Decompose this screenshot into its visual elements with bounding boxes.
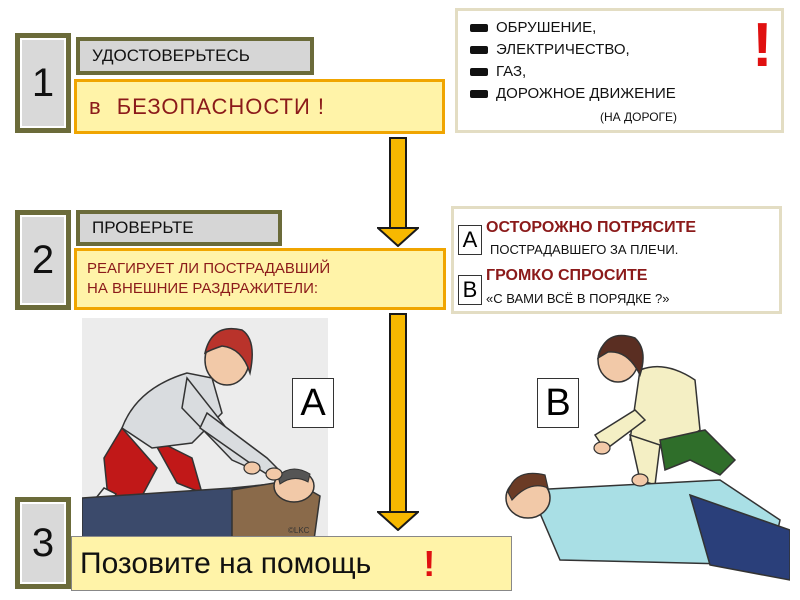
step-2-line-1: РЕАГИРУЕТ ЛИ ПОСТРАДАВШИЙ (87, 259, 443, 279)
step-2-label: ПРОВЕРЬТЕ (76, 210, 282, 246)
step-2-line-2: НА ВНЕШНИЕ РАЗДРАЖИТЕЛИ: (87, 279, 443, 299)
step-3-number: 3 (15, 497, 71, 589)
check-b-title: ГРОМКО СПРОСИТЕ (486, 267, 647, 285)
checks-box: А ОСТОРОЖНО ПОТРЯСИТЕ ПОСТРАДАВШЕГО ЗА П… (451, 206, 782, 314)
arrow-down-1-shaft (389, 137, 407, 234)
check-a-subtitle: ПОСТРАДАВШЕГО ЗА ПЛЕЧИ. (490, 242, 678, 257)
step-3-text-box: Позовите на помощь ! (71, 536, 512, 591)
arrow-down-1-head (377, 227, 419, 247)
hazards-note: (НА ДОРОГЕ) (600, 110, 677, 124)
illustration-a: ©LKC (82, 318, 328, 540)
check-a-letter: А (458, 225, 482, 255)
check-b-letter: В (458, 275, 482, 305)
arrow-down-2-shaft (389, 313, 407, 517)
bullet-icon (470, 46, 488, 54)
step-1-main-text: БЕЗОПАСНОСТИ ! (117, 94, 325, 120)
check-b-subtitle: «С ВАМИ ВСЁ В ПОРЯДКЕ ?» (486, 291, 669, 306)
hazard-item: ГАЗ, (470, 61, 676, 83)
bullet-icon (470, 24, 488, 32)
bullet-icon (470, 68, 488, 76)
step-1-text-box: в БЕЗОПАСНОСТИ ! (74, 79, 445, 134)
step-1-number: 1 (15, 33, 71, 133)
step-2-text-box: РЕАГИРУЕТ ЛИ ПОСТРАДАВШИЙ НА ВНЕШНИЕ РАЗ… (74, 248, 446, 310)
hazards-list: ОБРУШЕНИЕ, ЭЛЕКТРИЧЕСТВО, ГАЗ, ДОРОЖНОЕ … (470, 17, 676, 105)
hazard-item: ЭЛЕКТРИЧЕСТВО, (470, 39, 676, 61)
hazards-box: ОБРУШЕНИЕ, ЭЛЕКТРИЧЕСТВО, ГАЗ, ДОРОЖНОЕ … (455, 8, 784, 133)
step-2-number: 2 (15, 210, 71, 310)
step-3-text: Позовите на помощь (80, 547, 371, 581)
illustration-credit: ©LKC (288, 526, 309, 535)
hazard-item: ДОРОЖНОЕ ДВИЖЕНИЕ (470, 83, 676, 105)
illustration-b (490, 320, 790, 590)
illustration-a-label: А (292, 378, 334, 428)
check-a-title: ОСТОРОЖНО ПОТРЯСИТЕ (486, 219, 696, 237)
bullet-icon (470, 90, 488, 98)
step-1-prefix: в (89, 94, 101, 120)
step-1-label: УДОСТОВЕРЬТЕСЬ (76, 37, 314, 75)
arrow-down-2-head (377, 511, 419, 531)
warning-exclaim: ! (752, 15, 773, 77)
rescuer-shaking-victim-illustration (82, 318, 328, 540)
step-3-exclaim: ! (423, 543, 435, 585)
hazard-item: ОБРУШЕНИЕ, (470, 17, 676, 39)
